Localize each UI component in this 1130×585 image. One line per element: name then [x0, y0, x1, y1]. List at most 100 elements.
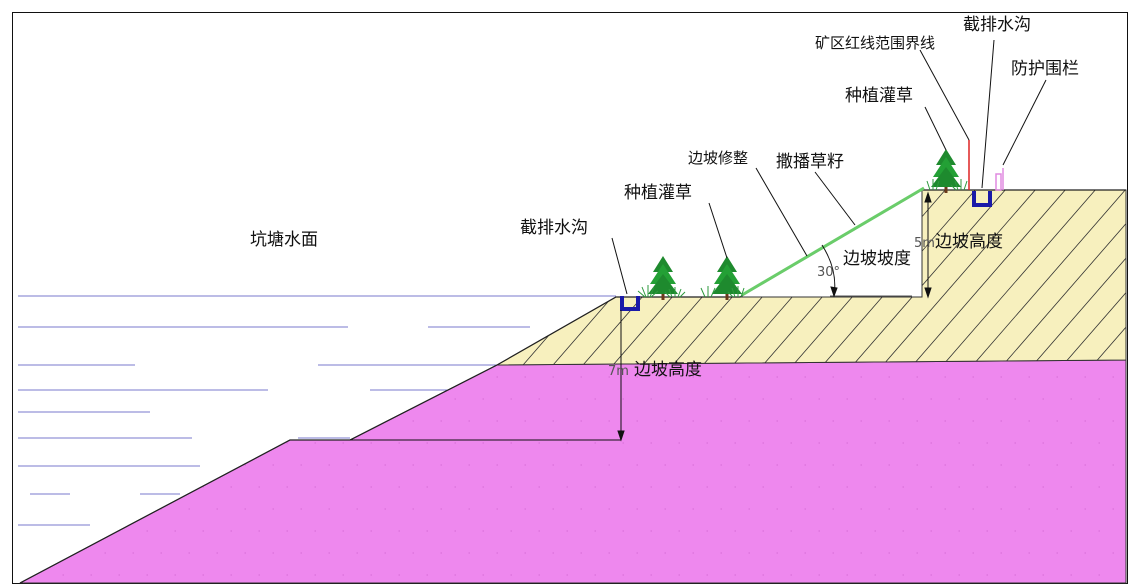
svg-text:·: ·: [1126, 395, 1129, 404]
svg-text:·: ·: [594, 527, 597, 536]
svg-text:·: ·: [426, 527, 429, 536]
svg-text:·: ·: [132, 549, 135, 558]
soil-hatch-line: [1019, 190, 1126, 365]
svg-text:·: ·: [790, 483, 793, 492]
svg-text:·: ·: [762, 571, 765, 580]
upper-shrub-grass-label: 种植灌草: [845, 86, 913, 106]
svg-text:·: ·: [1112, 373, 1115, 382]
svg-text:·: ·: [510, 483, 513, 492]
svg-text:·: ·: [986, 571, 989, 580]
lower-slope-height-label: 边坡高度: [634, 360, 702, 380]
svg-text:·: ·: [272, 549, 275, 558]
svg-text:·: ·: [482, 527, 485, 536]
svg-text:·: ·: [370, 483, 373, 492]
svg-text:·: ·: [748, 417, 751, 426]
svg-text:·: ·: [650, 571, 653, 580]
svg-text:·: ·: [944, 417, 947, 426]
protective-fence-label: 防护围栏: [1011, 59, 1079, 79]
svg-text:·: ·: [76, 549, 79, 558]
svg-text:·: ·: [622, 483, 625, 492]
svg-text:·: ·: [958, 483, 961, 492]
grass-seed-strip: [741, 186, 925, 297]
svg-text:·: ·: [720, 417, 723, 426]
svg-text:·: ·: [902, 395, 905, 404]
svg-text:·: ·: [958, 571, 961, 580]
svg-text:·: ·: [664, 549, 667, 558]
svg-text:·: ·: [356, 549, 359, 558]
svg-text:·: ·: [370, 439, 373, 448]
svg-text:·: ·: [986, 483, 989, 492]
svg-text:·: ·: [622, 571, 625, 580]
svg-text:·: ·: [342, 571, 345, 580]
svg-text:·: ·: [972, 417, 975, 426]
svg-text:·: ·: [524, 373, 527, 382]
svg-text:·: ·: [370, 571, 373, 580]
svg-text:·: ·: [104, 549, 107, 558]
svg-text:·: ·: [650, 395, 653, 404]
svg-text:·: ·: [1070, 439, 1073, 448]
svg-text:·: ·: [930, 395, 933, 404]
svg-text:·: ·: [1042, 527, 1045, 536]
svg-text:·: ·: [776, 505, 779, 514]
svg-text:·: ·: [958, 395, 961, 404]
svg-text:·: ·: [874, 395, 877, 404]
svg-text:·: ·: [622, 527, 625, 536]
svg-text:·: ·: [314, 527, 317, 536]
slope-angle-value: 30°: [817, 265, 840, 280]
lower-slope-height-value: 7m: [608, 364, 629, 379]
svg-text:·: ·: [818, 439, 821, 448]
svg-text:·: ·: [1028, 417, 1031, 426]
svg-text:·: ·: [706, 527, 709, 536]
svg-text:·: ·: [944, 505, 947, 514]
svg-text:·: ·: [1070, 483, 1073, 492]
upper-drainage-ditch-label: 截排水沟: [963, 15, 1031, 35]
svg-text:·: ·: [944, 549, 947, 558]
svg-text:·: ·: [874, 439, 877, 448]
svg-text:·: ·: [370, 527, 373, 536]
svg-text:·: ·: [720, 373, 723, 382]
svg-text:·: ·: [608, 417, 611, 426]
svg-text:·: ·: [692, 505, 695, 514]
svg-text:·: ·: [594, 395, 597, 404]
svg-text:·: ·: [874, 527, 877, 536]
svg-text:·: ·: [1014, 439, 1017, 448]
svg-text:·: ·: [1070, 527, 1073, 536]
svg-text:·: ·: [888, 373, 891, 382]
svg-text:·: ·: [468, 505, 471, 514]
svg-text:·: ·: [482, 439, 485, 448]
svg-text:·: ·: [706, 571, 709, 580]
svg-text:·: ·: [902, 439, 905, 448]
svg-text:·: ·: [454, 571, 457, 580]
svg-text:·: ·: [146, 527, 149, 536]
svg-text:·: ·: [552, 505, 555, 514]
svg-text:·: ·: [986, 527, 989, 536]
svg-text:·: ·: [454, 527, 457, 536]
svg-text:·: ·: [986, 439, 989, 448]
mine-boundary-label: 矿区红线范围界线: [815, 34, 935, 52]
svg-text:·: ·: [1028, 373, 1031, 382]
svg-text:·: ·: [524, 417, 527, 426]
lower-drainage-ditch-label: 截排水沟: [520, 218, 588, 238]
svg-text:·: ·: [566, 483, 569, 492]
svg-text:·: ·: [734, 571, 737, 580]
svg-text:·: ·: [846, 483, 849, 492]
svg-text:·: ·: [1070, 395, 1073, 404]
svg-text:·: ·: [468, 417, 471, 426]
svg-text:·: ·: [482, 483, 485, 492]
svg-text:·: ·: [440, 505, 443, 514]
svg-text:·: ·: [230, 483, 233, 492]
svg-text:·: ·: [930, 527, 933, 536]
svg-text:·: ·: [510, 439, 513, 448]
svg-text:·: ·: [286, 439, 289, 448]
svg-text:·: ·: [356, 505, 359, 514]
svg-text:·: ·: [580, 549, 583, 558]
svg-text:·: ·: [650, 483, 653, 492]
svg-text:·: ·: [328, 549, 331, 558]
svg-text:·: ·: [1084, 549, 1087, 558]
svg-text:·: ·: [678, 483, 681, 492]
svg-text:·: ·: [1056, 505, 1059, 514]
pond-water-surface-label: 坑塘水面: [250, 230, 318, 250]
svg-text:·: ·: [916, 417, 919, 426]
svg-text:·: ·: [552, 461, 555, 470]
